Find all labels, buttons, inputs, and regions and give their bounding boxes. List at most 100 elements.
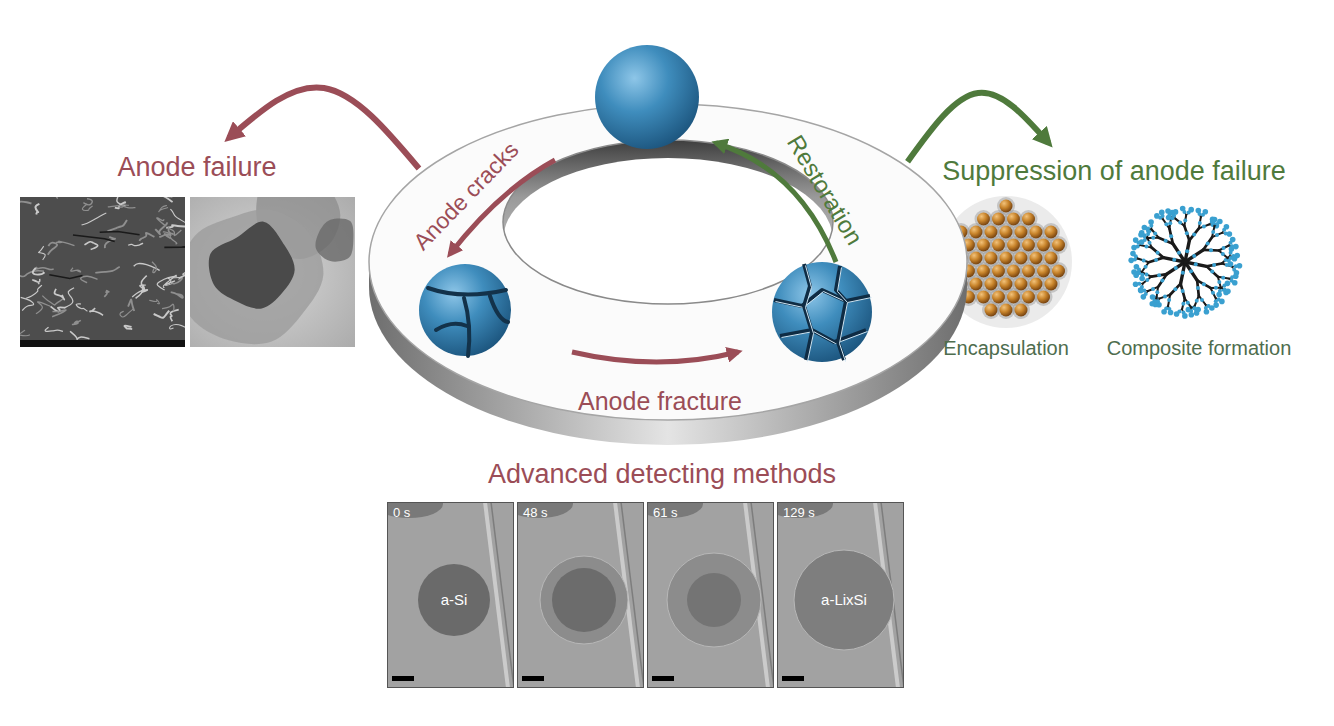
sem-texture [82, 204, 92, 210]
active-dot [1148, 241, 1152, 245]
sem-texture [128, 300, 134, 312]
sem-texture [35, 267, 53, 269]
fragment-edge [782, 332, 868, 344]
scale-bar [522, 676, 544, 681]
active-dot [1203, 209, 1209, 215]
active-dot [1189, 312, 1195, 318]
active-dot [1222, 246, 1226, 250]
network-branch [1152, 248, 1164, 258]
frame-border [388, 503, 514, 688]
active-dot [1161, 309, 1167, 315]
active-dot [1217, 280, 1221, 284]
active-dot [1232, 256, 1238, 262]
active-dot [1168, 221, 1172, 225]
fragment-edge [838, 268, 848, 362]
active-dot [1211, 230, 1215, 234]
frame-ground [777, 502, 904, 688]
sem-texture [20, 201, 31, 204]
sem-texture [108, 220, 127, 231]
active-dot [1188, 207, 1194, 213]
active-dot [1181, 271, 1185, 275]
panel-heading: Anode failure [117, 152, 276, 183]
fractured-sphere [772, 262, 872, 362]
network-branch [1176, 219, 1184, 226]
network-branch [1203, 248, 1218, 251]
sem-texture [124, 326, 132, 329]
tem-frame: 61 s [647, 502, 774, 688]
crack [490, 296, 508, 322]
active-dot [1142, 259, 1146, 263]
active-dot [1133, 281, 1139, 287]
sem-texture [83, 199, 92, 205]
sem-texture [52, 310, 66, 317]
ring-surface [369, 104, 967, 420]
failure-panel: Anode failure [15, 140, 360, 352]
sem-texture [108, 206, 136, 208]
active-dot [1166, 215, 1172, 221]
active-dot [1182, 313, 1188, 319]
strategy-label: Encapsulation [943, 337, 1069, 360]
core-particle [985, 304, 998, 317]
strategy-item: Composite formation [1088, 190, 1310, 365]
active-dot [1131, 245, 1137, 251]
sem-texture [90, 308, 103, 315]
sem-texture [26, 285, 42, 298]
particle-core [552, 568, 616, 632]
sem-texture [152, 262, 156, 273]
network-branch [1169, 229, 1172, 244]
network-branch [1219, 246, 1229, 251]
scale-bar [392, 676, 414, 681]
sem-texture [159, 234, 171, 239]
particle-shell [667, 553, 761, 647]
active-dot [1145, 278, 1149, 282]
network-branch [1184, 226, 1189, 241]
network-branch [1212, 233, 1222, 237]
sem-texture [168, 277, 180, 283]
active-dot [1225, 289, 1231, 295]
active-dot [1216, 292, 1222, 298]
active-dot [1133, 272, 1139, 278]
active-dot [1174, 266, 1178, 270]
active-dot [1151, 236, 1155, 240]
core-particle [1015, 304, 1028, 317]
active-dot [1142, 225, 1148, 231]
active-dot [1139, 239, 1145, 245]
active-dot [1230, 237, 1236, 243]
cycle-label: Anode fracture [578, 387, 742, 416]
active-dot [1237, 263, 1243, 269]
sem-texture [132, 285, 146, 297]
active-dot [1138, 232, 1144, 238]
sem-texture [140, 233, 155, 241]
phase-label: a-LixSi [821, 591, 867, 608]
sem-crack [183, 245, 185, 248]
sem-texture [56, 241, 75, 245]
active-dot [1155, 290, 1159, 294]
tem-particle [190, 209, 323, 344]
composite-illustration [1128, 206, 1242, 319]
network-branch [1207, 264, 1222, 267]
sem-texture [95, 267, 119, 273]
active-dot [1196, 286, 1200, 290]
active-dot [1164, 239, 1168, 243]
tem-frame: 129 sa-LixSi [777, 502, 904, 688]
sem-texture [48, 243, 57, 255]
network-branch [1147, 238, 1151, 248]
active-dot [1195, 307, 1201, 313]
time-stamp: 0 s [393, 506, 410, 521]
network-branch [1167, 262, 1185, 274]
active-dot [1219, 299, 1225, 305]
network-branch [1219, 251, 1227, 258]
sem-texture [71, 268, 81, 272]
network-branch [1173, 244, 1185, 262]
sem-crack [49, 275, 82, 279]
network-branch [1142, 262, 1148, 271]
scale-bar [782, 676, 804, 681]
active-dot [1181, 302, 1185, 306]
network-branch [1189, 228, 1198, 240]
active-dot [1202, 282, 1206, 286]
sem-texture [162, 304, 174, 311]
active-dot [1221, 276, 1225, 280]
sem-texture [45, 327, 63, 331]
sem-texture [64, 288, 74, 308]
strategy-item: Encapsulation [935, 190, 1085, 365]
